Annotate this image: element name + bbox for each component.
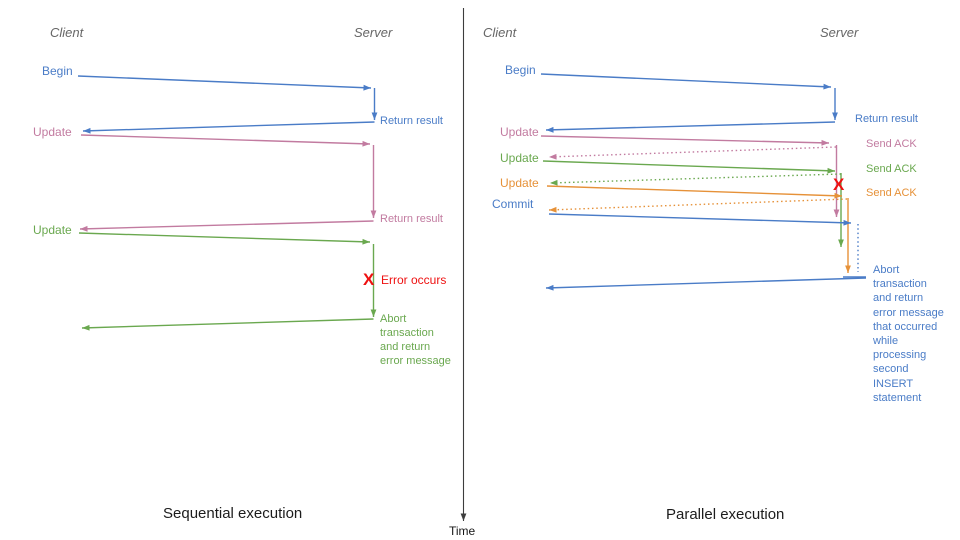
- update-request-arrow-3-head: [834, 192, 842, 199]
- update-request-arrow-2: [542, 160, 836, 172]
- begin-request-arrow: [540, 73, 832, 88]
- abort-note: Abort transaction and return error message: [380, 312, 451, 368]
- commit-request-arrow: [548, 213, 852, 224]
- abort-note-line: second: [873, 363, 909, 376]
- begin-request-arrow-head: [823, 83, 831, 90]
- server-header: Server: [820, 25, 859, 40]
- diagram-title-parallel: Parallel execution: [666, 506, 785, 523]
- abort-note-line: Abort: [873, 264, 900, 276]
- update-label-2: Update: [500, 151, 539, 165]
- abort-return-arrow: [545, 277, 867, 289]
- abort-note-line: transaction: [380, 327, 434, 339]
- abort-return-arrow-head: [82, 324, 90, 331]
- send-ack-arrow-1: [548, 146, 837, 158]
- abort-note-line: statement: [873, 391, 922, 404]
- return-result-arrow-2-head: [80, 225, 88, 232]
- send-ack-label-2: Send ACK: [866, 163, 917, 175]
- begin-label: Begin: [505, 63, 536, 77]
- server-processing-line-3-head: [370, 309, 377, 317]
- commit-request-arrow-head: [843, 219, 851, 226]
- abort-note-line: that occurred: [873, 320, 938, 333]
- abort-note-line: INSERT: [873, 377, 914, 390]
- update-label-2: Update: [33, 223, 72, 237]
- send-ack-arrow-3-head: [549, 206, 557, 213]
- update-request-arrow-2-head: [362, 238, 370, 245]
- update-request-arrow-1-head: [821, 139, 829, 146]
- server-processing-line-4-head: [845, 265, 851, 273]
- return-result-arrow-2: [79, 220, 374, 230]
- commit-label: Commit: [492, 197, 534, 211]
- server-processing-line-2-head: [370, 210, 377, 218]
- begin-request-arrow-head: [363, 84, 371, 91]
- abort-note-line: error message: [380, 355, 451, 367]
- begin-request-arrow: [77, 75, 372, 89]
- return-result-arrow: [545, 121, 836, 131]
- server-processing-line-1-head: [832, 112, 838, 120]
- begin-label: Begin: [42, 64, 73, 78]
- time-axis-head: [460, 513, 467, 521]
- return-result-label: Return result: [855, 113, 918, 125]
- error-x-icon: X: [363, 270, 375, 289]
- error-x-icon: X: [833, 175, 845, 194]
- send-ack-arrow-2: [549, 173, 842, 184]
- return-result-label-1: Return result: [380, 115, 443, 127]
- error-occurs-label: Error occurs: [381, 273, 447, 287]
- update-request-arrow-1: [540, 135, 830, 144]
- update-label-1: Update: [500, 125, 539, 139]
- abort-return-arrow-head: [546, 284, 554, 291]
- update-request-arrow-1-head: [362, 140, 370, 147]
- server-processing-line-1-head: [371, 112, 378, 120]
- update-label-3: Update: [500, 176, 539, 190]
- abort-return-arrow: [81, 318, 374, 329]
- server-processing-line-3-head: [838, 239, 844, 247]
- abort-note-line: and return: [873, 292, 924, 305]
- send-ack-arrow-1-head: [549, 153, 557, 160]
- update-request-arrow-1: [80, 134, 371, 145]
- abort-note-line: error message: [873, 306, 944, 319]
- server-header: Server: [354, 25, 393, 40]
- update-label-1: Update: [33, 125, 72, 139]
- abort-note-line: processing: [873, 349, 927, 362]
- send-ack-label-1: Send ACK: [866, 138, 917, 150]
- client-header: Client: [50, 25, 84, 40]
- diagram-title-sequential: Sequential execution: [163, 505, 303, 522]
- abort-note-line: while: [873, 335, 899, 348]
- return-result-arrow-head: [546, 126, 554, 133]
- client-header: Client: [483, 25, 517, 40]
- abort-note-line: transaction: [873, 278, 927, 291]
- update-request-arrow-2: [78, 232, 371, 243]
- send-ack-arrow-3: [548, 198, 848, 211]
- return-result-arrow-1: [82, 121, 375, 132]
- server-processing-line-2-head: [833, 209, 840, 217]
- update-request-arrow-3: [546, 185, 843, 197]
- return-result-arrow-1-head: [83, 127, 91, 134]
- update-request-arrow-2-head: [827, 167, 835, 174]
- send-ack-arrow-2-head: [550, 179, 558, 186]
- abort-note-line: Abort: [380, 313, 407, 325]
- abort-note-line: and return: [380, 341, 431, 353]
- time-axis-label: Time: [449, 524, 476, 538]
- send-ack-label-3: Send ACK: [866, 187, 917, 199]
- return-result-label-2: Return result: [380, 213, 443, 225]
